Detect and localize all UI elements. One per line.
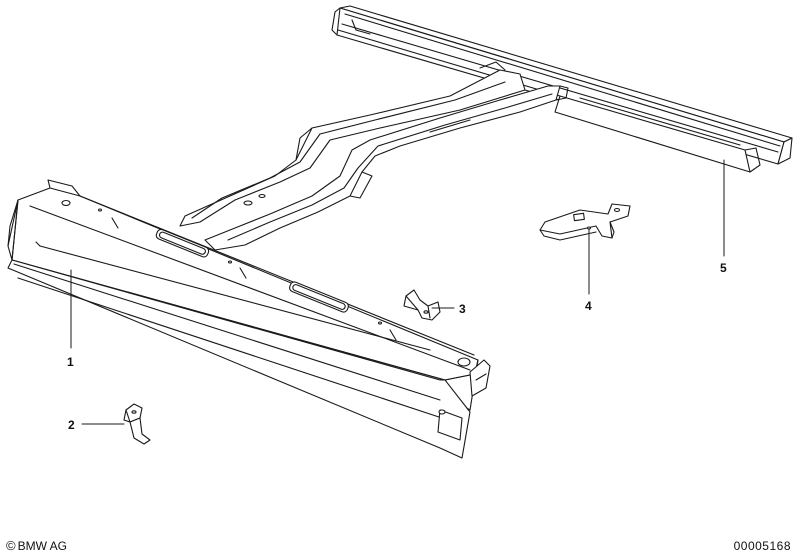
callout-1: 1	[67, 355, 74, 369]
part-3-clip	[404, 290, 440, 320]
copyright-icon: ©	[6, 538, 16, 553]
document-number: 00005168	[733, 539, 791, 553]
part-1-front-panel	[8, 180, 490, 458]
left-longitudinal-rail	[180, 62, 525, 226]
callout-4: 4	[585, 299, 592, 313]
callout-5: 5	[720, 261, 727, 275]
copyright-owner: BMW AG	[17, 539, 67, 553]
part-4-mount-plate	[540, 204, 630, 240]
part-2-bracket	[124, 404, 150, 444]
leader-lines	[70, 159, 725, 425]
callout-3: 3	[459, 302, 466, 316]
copyright-notice: ©BMW AG	[6, 538, 67, 553]
callout-2: 2	[68, 418, 75, 432]
part-5-cross-member	[332, 6, 792, 172]
